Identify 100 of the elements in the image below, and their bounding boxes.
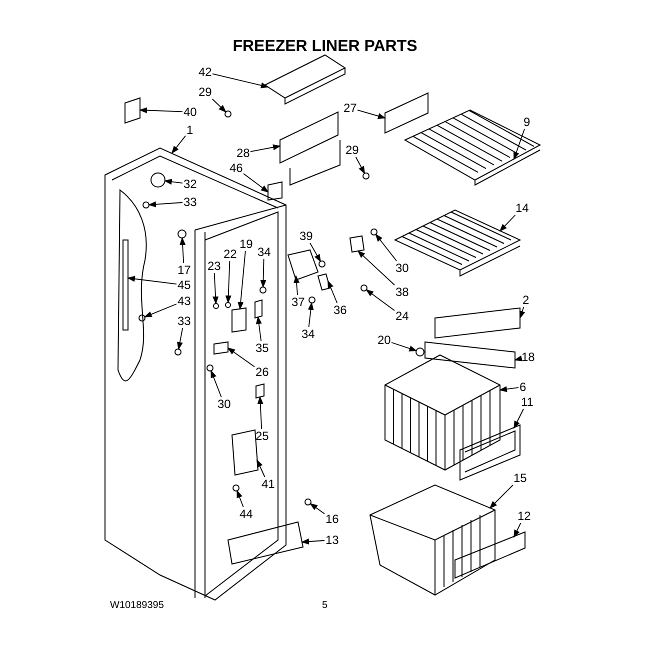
screw [304, 498, 312, 506]
callout-number: 39 [300, 230, 313, 242]
panel [434, 307, 520, 339]
leader-line [212, 272, 219, 304]
wire-basket [370, 484, 496, 596]
callout-number: 24 [396, 310, 409, 322]
callout-number: 43 [178, 295, 191, 307]
callout-number: 9 [524, 116, 530, 128]
leader-line [308, 302, 314, 328]
callout-number: 18 [522, 351, 535, 363]
callout-number: 30 [396, 262, 409, 274]
rail [424, 341, 516, 369]
callout-number: 33 [178, 315, 191, 327]
gasket [317, 273, 331, 291]
leader-line [366, 289, 395, 311]
leader-line [171, 135, 186, 154]
leader-line [514, 355, 522, 362]
leader-line [257, 396, 264, 430]
callout-number: 38 [396, 286, 409, 298]
leader-line [227, 347, 255, 368]
callout-number: 13 [326, 534, 339, 546]
leader-line [212, 98, 227, 113]
leader-line [391, 342, 418, 352]
document-number: W10189395 [110, 600, 164, 612]
leader-line [256, 459, 266, 478]
callout-number: 20 [378, 334, 391, 346]
callout-number: 36 [334, 304, 347, 316]
bracket [124, 97, 140, 124]
shelf-bracket [264, 54, 346, 105]
leader-line [148, 201, 183, 208]
bracket [280, 111, 340, 186]
callout-number: 22 [224, 248, 237, 260]
callout-number: 25 [256, 430, 269, 442]
callout-number: 27 [344, 102, 357, 114]
callout-number: 26 [256, 366, 269, 378]
leader-line [210, 370, 222, 398]
leader-line [301, 538, 325, 545]
leader-line [225, 260, 232, 304]
bracket [349, 235, 365, 253]
leader-line [176, 328, 184, 350]
callout-number: 16 [326, 513, 339, 525]
callout-number: 17 [178, 264, 191, 276]
callout-number: 12 [518, 510, 531, 522]
callout-number: 33 [184, 196, 197, 208]
screw [318, 260, 326, 268]
leader-line [212, 73, 269, 88]
callout-number: 15 [514, 472, 527, 484]
callout-number: 1 [186, 124, 194, 136]
page-number: 5 [322, 600, 328, 612]
cover-plate [287, 249, 319, 281]
leader-line [139, 107, 183, 114]
callout-number: 46 [230, 162, 243, 174]
rail [227, 521, 304, 565]
leader-line [260, 258, 266, 288]
callout-number: 28 [236, 147, 250, 159]
callout-number: 41 [262, 478, 275, 490]
title: FREEZER LINER PARTS [232, 38, 418, 56]
leader-line [127, 276, 177, 285]
callout-number: 14 [516, 202, 529, 214]
leader-line [180, 237, 186, 264]
callout-number: 42 [198, 66, 212, 78]
leader-line [499, 214, 516, 232]
callout-number: 23 [208, 260, 221, 272]
knob [416, 348, 424, 356]
wire-shelf [404, 109, 542, 186]
leader-line [499, 386, 519, 392]
leader-line [328, 280, 338, 304]
leader-line [256, 316, 262, 342]
leader-line [357, 110, 386, 119]
leader-line [250, 144, 281, 152]
callout-number: 30 [218, 398, 231, 410]
callout-number: 37 [292, 296, 305, 308]
leader-line [375, 234, 398, 262]
leader-line [357, 250, 395, 286]
leader-line [514, 408, 524, 429]
leader-line [144, 304, 177, 318]
callout-number: 32 [184, 178, 197, 190]
wire-basket [384, 354, 500, 471]
leader-line [238, 250, 246, 310]
screw [370, 228, 378, 236]
leader-line [519, 306, 526, 319]
callout-number: 11 [521, 396, 534, 408]
screw [308, 296, 316, 304]
callout-number: 40 [184, 106, 197, 118]
screw [224, 110, 232, 118]
callout-number: 35 [256, 342, 269, 354]
callout-number: 2 [522, 294, 530, 306]
callout-number: 34 [302, 328, 315, 340]
callout-number: 44 [240, 508, 253, 520]
leader-line [236, 490, 244, 508]
callout-number: 6 [520, 381, 526, 393]
leader-line [164, 178, 183, 185]
callout-number: 19 [240, 238, 253, 250]
callout-number: 45 [178, 279, 191, 291]
leader-line [355, 156, 366, 174]
callout-number: 34 [258, 246, 271, 258]
leader-line [243, 173, 269, 193]
trim-panel [454, 531, 526, 579]
freezer-liner [104, 148, 286, 600]
washer [360, 284, 368, 292]
